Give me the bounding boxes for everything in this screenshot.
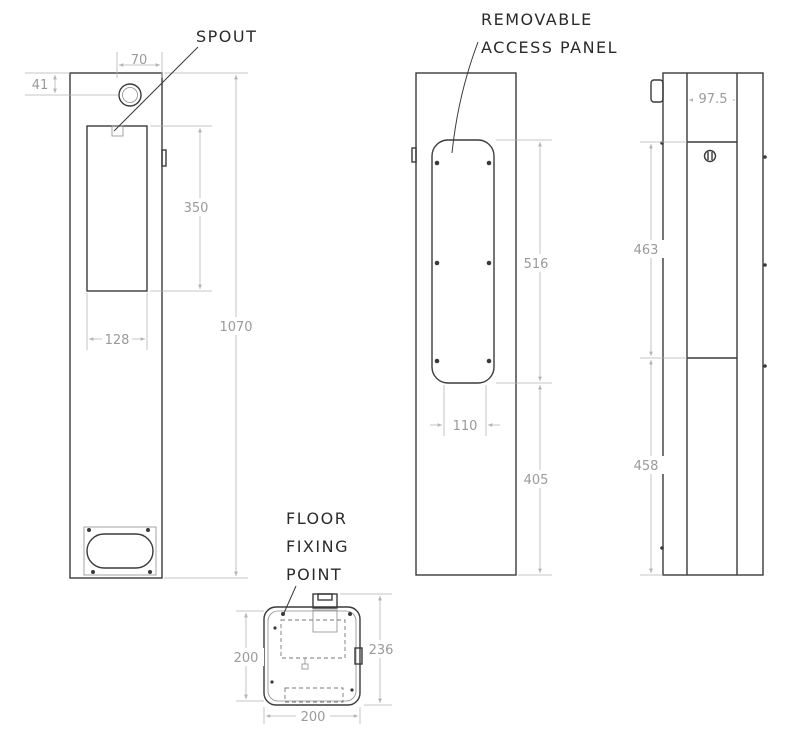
right-spout-knob bbox=[650, 79, 664, 103]
dim-label-base-width: 200 bbox=[301, 710, 326, 725]
dim-label-recess-height: 350 bbox=[184, 201, 209, 216]
base-fixing-hole bbox=[350, 688, 354, 692]
callout-floor-line2: FIXING bbox=[286, 537, 349, 556]
dim-label-bg bbox=[693, 90, 733, 106]
dim-label-base-depth: 200 bbox=[234, 651, 259, 666]
base-plan-view: FLOOR FIXING POINT 200 236 200 bbox=[228, 509, 398, 725]
base-hidden-rail bbox=[284, 687, 344, 703]
dim-label-bg bbox=[102, 331, 132, 347]
dim-label-spout-offset: 70 bbox=[131, 53, 148, 68]
right-stud bbox=[763, 155, 767, 159]
recess-nozzle bbox=[111, 125, 124, 137]
spout-leader-line bbox=[113, 46, 199, 132]
dim-label-panel-width: 110 bbox=[453, 419, 478, 434]
lock-icon bbox=[703, 149, 717, 163]
base-fixing-hole bbox=[348, 612, 352, 616]
front-body-outline bbox=[69, 72, 163, 579]
base-hidden-reservoir bbox=[280, 619, 346, 659]
base-spout-block bbox=[312, 593, 338, 609]
dim-label-lower-height: 405 bbox=[524, 473, 549, 488]
floor-leader-line bbox=[283, 585, 297, 614]
right-stud bbox=[763, 364, 767, 368]
side-view: 516 405 110 REMOVABLE ACCESS PANEL bbox=[411, 10, 618, 576]
right-body-outline bbox=[662, 72, 764, 576]
dim-label-bg bbox=[178, 198, 212, 216]
base-drain-cap bbox=[301, 663, 309, 670]
dim-label-bg bbox=[518, 254, 554, 272]
dim-label-bg bbox=[628, 456, 664, 474]
base-fixing-hole bbox=[273, 626, 277, 630]
right-stud bbox=[763, 263, 767, 267]
dim-label-bg bbox=[364, 640, 398, 658]
plate-screw bbox=[148, 570, 152, 574]
dim-label-bg bbox=[296, 708, 330, 724]
panel-screw bbox=[486, 358, 492, 364]
panel-screw bbox=[486, 260, 492, 266]
callout-spout: SPOUT bbox=[196, 27, 257, 46]
callout-floor-line1: FLOOR bbox=[286, 509, 347, 528]
dim-label-panel-height: 516 bbox=[524, 257, 549, 272]
front-view: 70 41 350 1070 128 SPOUT bbox=[25, 27, 257, 579]
panel-screw bbox=[434, 160, 440, 166]
callout-floor-line3: POINT bbox=[286, 565, 342, 584]
dim-label-bg bbox=[228, 648, 264, 666]
base-side-fitting bbox=[354, 647, 363, 665]
panel-leader-line bbox=[451, 41, 479, 154]
right-stud bbox=[660, 546, 664, 550]
front-recess bbox=[86, 125, 148, 292]
dim-label-lower: 458 bbox=[634, 459, 659, 474]
callout-panel-line1: REMOVABLE bbox=[481, 10, 593, 29]
dim-label-bg bbox=[628, 240, 664, 258]
base-fixing-hole bbox=[270, 680, 274, 684]
dim-label-total-height: 1070 bbox=[219, 320, 252, 335]
spout-inner-ring bbox=[122, 87, 138, 103]
panel-screw bbox=[434, 358, 440, 364]
plate-screw bbox=[91, 570, 95, 574]
dim-label-upper: 463 bbox=[634, 243, 659, 258]
plate-screw bbox=[146, 528, 150, 532]
base-spout-cap bbox=[317, 593, 333, 601]
bottom-plate-outline bbox=[83, 526, 157, 576]
bottom-oval-hatch bbox=[86, 533, 154, 569]
side-button bbox=[161, 149, 167, 167]
base-spout-body bbox=[312, 609, 338, 633]
dim-label-bg bbox=[216, 317, 256, 335]
panel-screw bbox=[434, 260, 440, 266]
removable-access-panel bbox=[431, 139, 495, 384]
base-inner-outline bbox=[267, 610, 357, 702]
right-view: 97.5 463 458 bbox=[628, 72, 767, 576]
dim-label-recess-width: 128 bbox=[105, 333, 130, 348]
callout-panel-line2: ACCESS PANEL bbox=[481, 38, 618, 57]
dim-label-base-height: 236 bbox=[369, 643, 394, 658]
spout-outer-ring bbox=[118, 83, 142, 107]
panel-screw bbox=[486, 160, 492, 166]
side-body-outline bbox=[415, 72, 517, 576]
plate-screw bbox=[87, 528, 91, 532]
dim-label-top-offset: 41 bbox=[32, 78, 49, 93]
dim-label-bg bbox=[518, 470, 554, 488]
dim-label-right-depth: 97.5 bbox=[699, 92, 728, 107]
base-outline bbox=[263, 606, 361, 706]
side-knob bbox=[411, 147, 417, 163]
